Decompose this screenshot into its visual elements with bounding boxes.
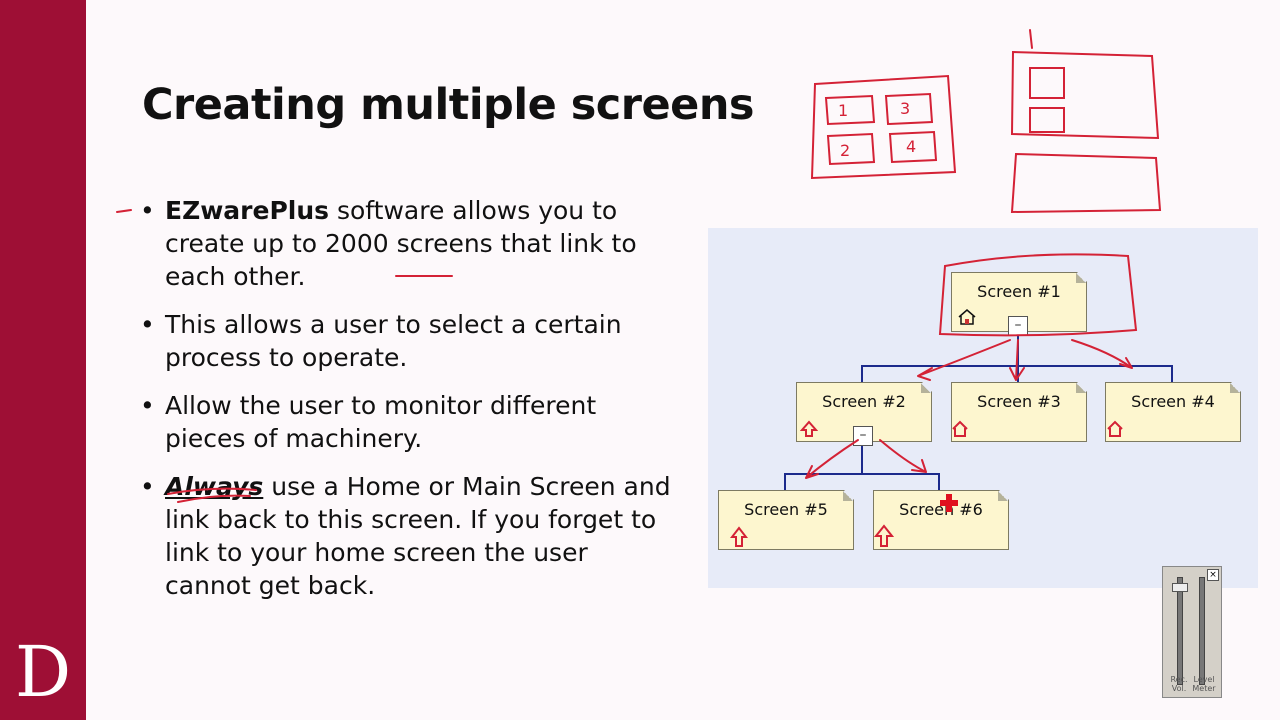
level-meter-label: Level Meter — [1192, 675, 1216, 693]
rec-vol-slider[interactable] — [1172, 583, 1188, 592]
home-icon — [958, 309, 976, 325]
connector-line — [938, 473, 940, 491]
connector-line — [784, 473, 786, 491]
bullet-emphasis: Always — [165, 472, 264, 501]
node-label: Screen #3 — [977, 392, 1061, 411]
connector-line — [1017, 365, 1019, 383]
node-label: Screen #6 — [899, 500, 983, 519]
close-icon[interactable]: × — [1207, 569, 1219, 581]
up-arrow-icon — [800, 420, 818, 437]
sketch-label: 2 — [840, 141, 850, 160]
home-icon — [952, 420, 968, 437]
bullet-item: Always use a Home or Main Screen and lin… — [140, 470, 680, 602]
bullet-text: Allow the user to monitor different piec… — [165, 391, 597, 453]
connector-line — [1171, 365, 1173, 383]
bullet-text: This allows a user to select a certain p… — [165, 310, 622, 372]
collapse-toggle[interactable]: – — [1008, 316, 1028, 336]
screen-node-3[interactable]: Screen #3 — [951, 382, 1087, 442]
bullet-bold: EZwarePlus — [165, 196, 330, 225]
bullet-item: EZwarePlus software allows you to create… — [140, 194, 680, 293]
node-label: Screen #4 — [1131, 392, 1215, 411]
bullet-list: EZwarePlus software allows you to create… — [140, 194, 680, 617]
node-label: Screen #1 — [977, 282, 1061, 301]
screen-tree-diagram: Screen #1 Screen #2 Screen #3 Screen #4 … — [708, 228, 1258, 588]
node-label: Screen #2 — [822, 392, 906, 411]
home-icon — [1107, 420, 1123, 437]
sidebar: D — [0, 0, 86, 720]
collapse-toggle[interactable]: – — [853, 426, 873, 446]
connector-line — [1017, 332, 1019, 366]
slide-title: Creating multiple screens — [142, 80, 755, 130]
up-arrow-icon — [730, 526, 748, 547]
rec-vol-label: Rec. Vol. — [1170, 675, 1188, 693]
connector-line — [861, 442, 863, 474]
screen-node-5[interactable]: Screen #5 — [718, 490, 854, 550]
sketch-label: 4 — [906, 137, 916, 156]
rec-vol-track[interactable] — [1177, 577, 1183, 685]
node-label: Screen #5 — [744, 500, 828, 519]
bullet-text: use a Home or Main Screen and link back … — [165, 472, 671, 600]
level-meter-track — [1199, 577, 1205, 685]
screen-node-4[interactable]: Screen #4 — [1105, 382, 1241, 442]
connector-line — [861, 365, 863, 383]
bullet-item: Allow the user to monitor different piec… — [140, 389, 680, 455]
logo: D — [14, 631, 72, 713]
bullet-item: This allows a user to select a certain p… — [140, 308, 680, 374]
up-arrow-icon — [874, 524, 894, 547]
sketch-label: 3 — [900, 99, 910, 118]
connector-line — [784, 473, 940, 475]
volume-meter-widget[interactable]: × Rec. Vol. Level Meter — [1162, 566, 1222, 698]
bullet-text: software allows you to create up to 2000… — [165, 196, 637, 291]
sketch-label: 1 — [838, 101, 848, 120]
